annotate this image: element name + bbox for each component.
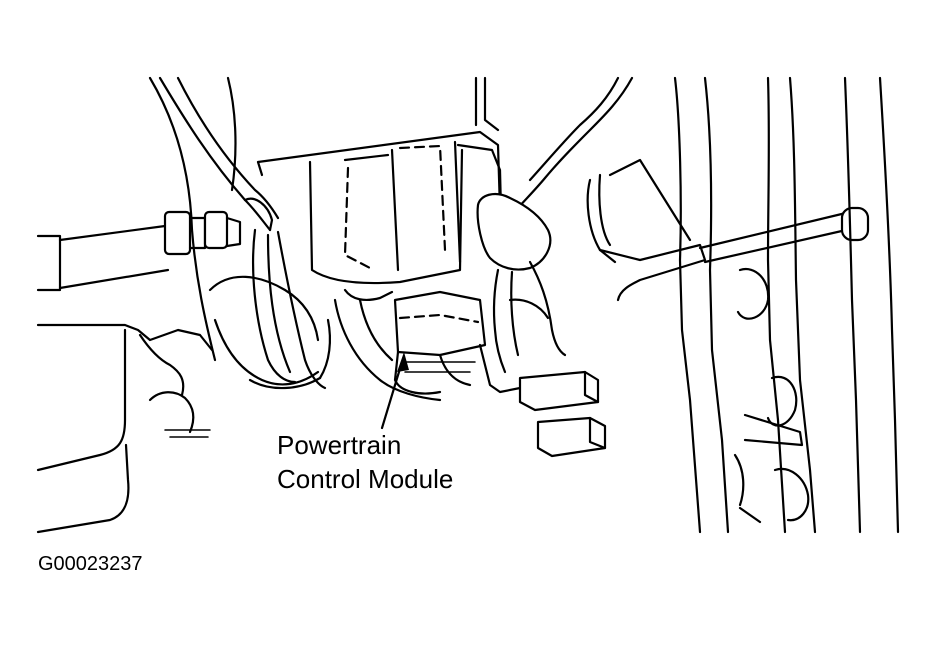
upper-module-housing bbox=[308, 140, 504, 285]
callout-label-line2: Control Module bbox=[277, 464, 454, 494]
figure-code: G00023237 bbox=[38, 553, 143, 575]
right-wire-harness bbox=[476, 76, 634, 374]
callout-label-line1: Powertrain bbox=[277, 430, 402, 460]
connector-blocks bbox=[518, 370, 607, 458]
cross-bracket bbox=[256, 76, 502, 212]
right-frame-rails bbox=[673, 76, 900, 534]
left-frame bbox=[36, 76, 237, 534]
left-shaft bbox=[36, 210, 242, 292]
callout-leader bbox=[380, 352, 409, 430]
powertrain-control-module bbox=[393, 290, 522, 395]
left-wire-harness bbox=[158, 76, 327, 390]
bottom-shadows bbox=[248, 318, 331, 390]
module-bracket bbox=[333, 288, 442, 402]
right-rod bbox=[586, 158, 870, 302]
